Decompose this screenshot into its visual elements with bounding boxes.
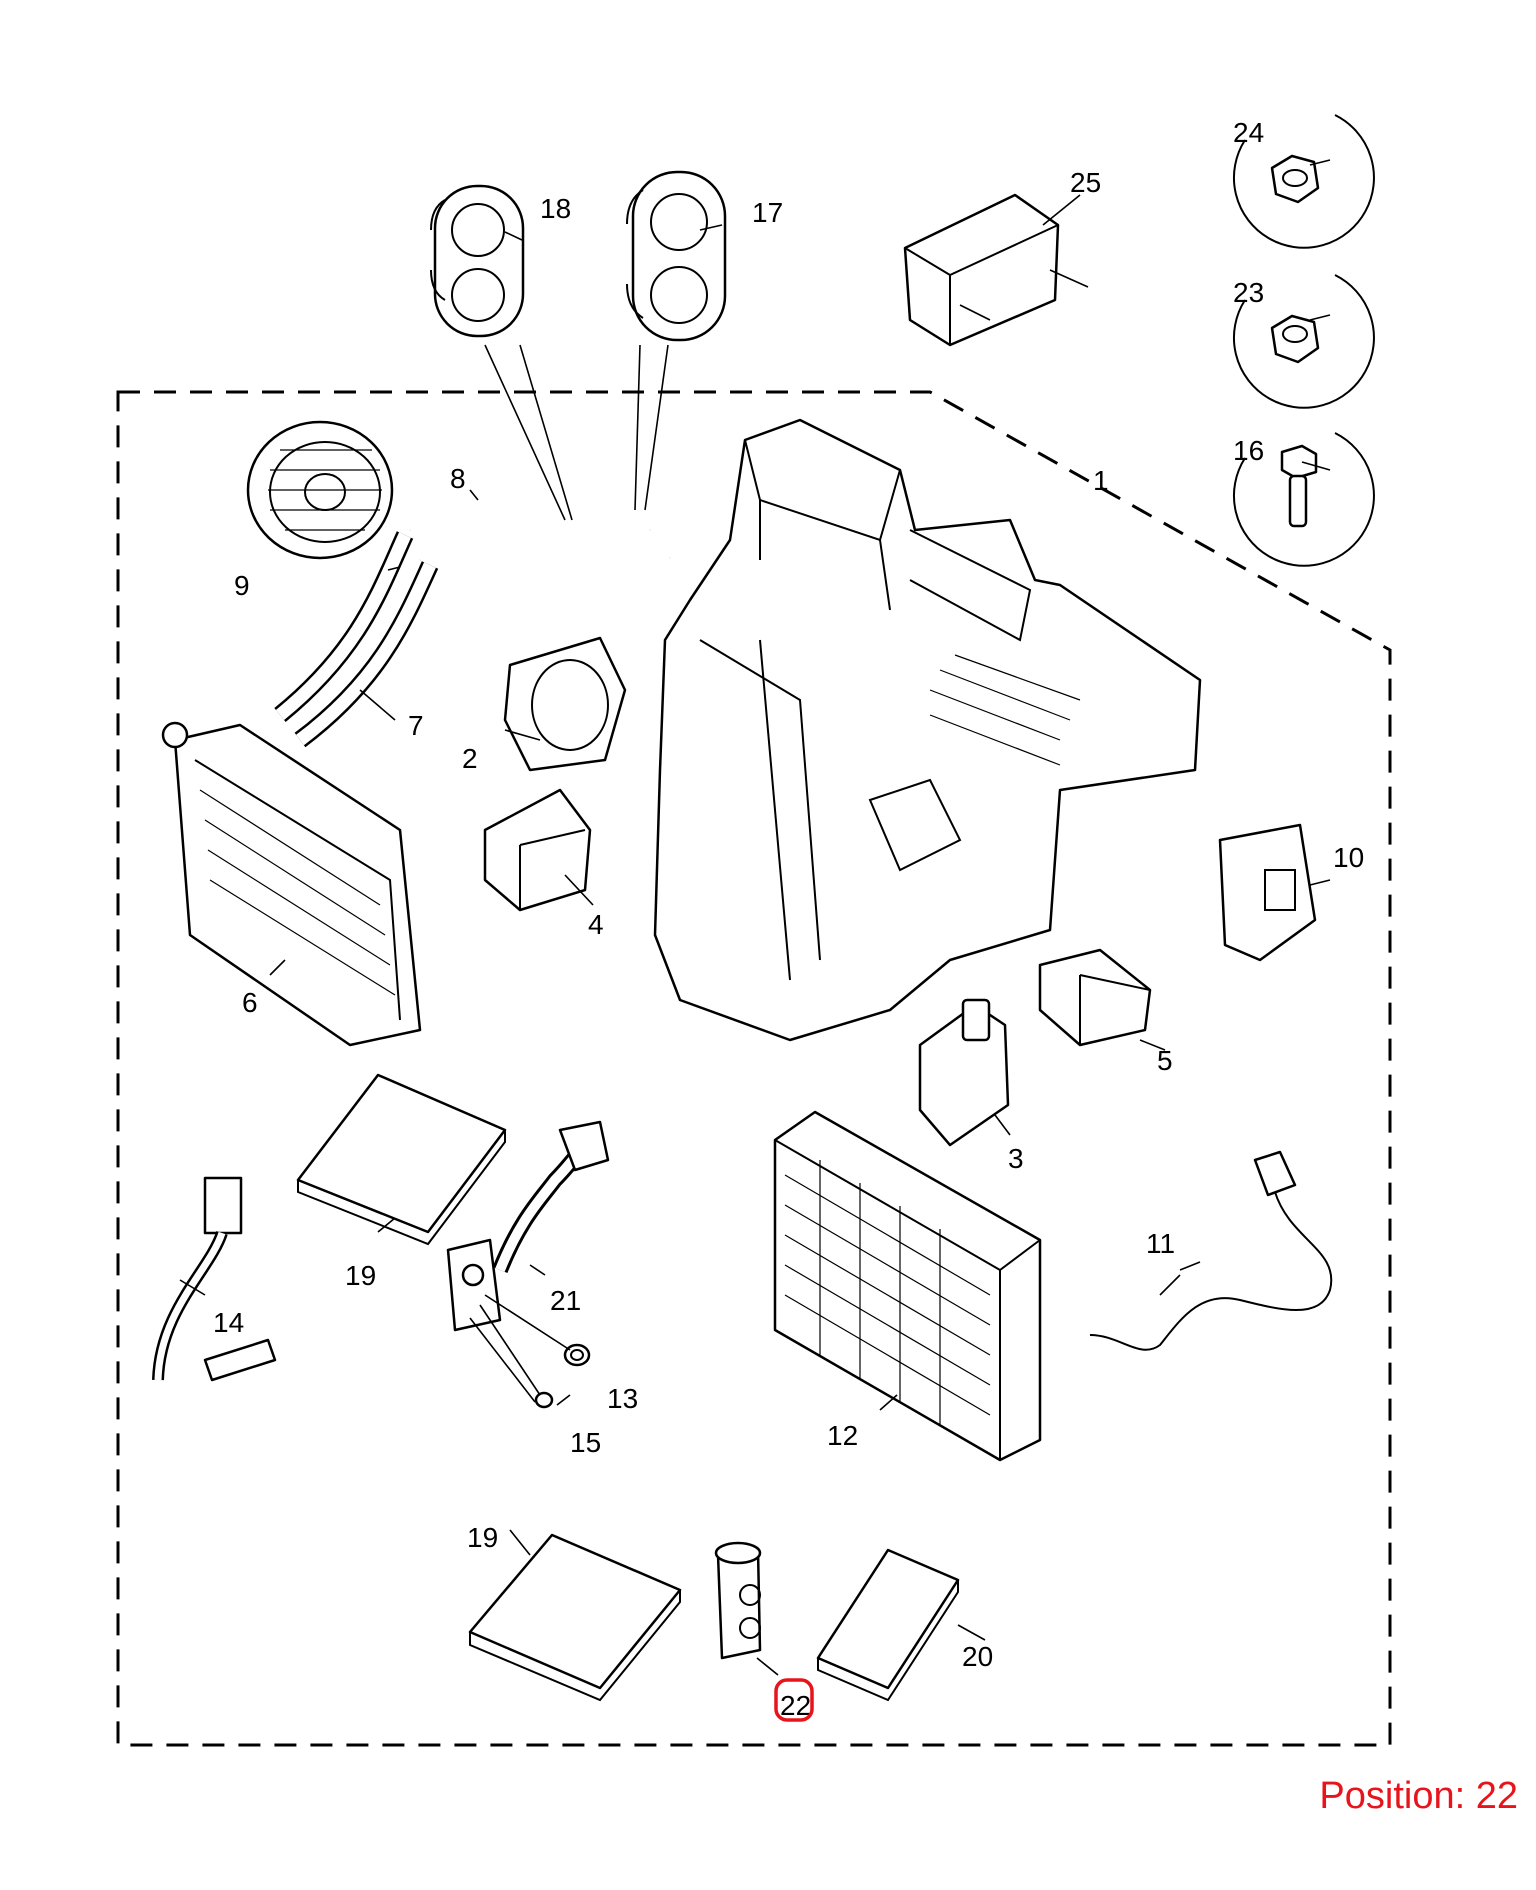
part-22-expansion-valve[interactable] <box>714 1541 762 1660</box>
part-3-actuator[interactable] <box>918 998 1010 1147</box>
highlight-ring-22 <box>774 1678 814 1722</box>
part-8-pipes[interactable] <box>406 511 675 583</box>
part-24-nut[interactable] <box>1232 114 1375 249</box>
callout-19-upper: 19 <box>345 1260 376 1291</box>
callout-24: 24 <box>1233 117 1264 148</box>
part-7-pipe-run[interactable] <box>274 531 439 748</box>
callout-20: 20 <box>962 1641 993 1672</box>
callout-13: 13 <box>607 1383 638 1414</box>
callout-1: 1 <box>1093 465 1109 496</box>
part-25-module[interactable] <box>903 193 1089 347</box>
part-17-grommet[interactable] <box>626 170 727 342</box>
callout-23: 23 <box>1233 277 1264 308</box>
callout-18: 18 <box>540 193 571 224</box>
callout-21: 21 <box>550 1285 581 1316</box>
part-11-temp-sensor[interactable] <box>1089 1150 1333 1351</box>
assembly-boundary <box>116 390 1392 1747</box>
callout-4: 4 <box>588 909 604 940</box>
callout-16: 16 <box>1233 435 1264 466</box>
part-19-filter-lower[interactable] <box>468 1533 682 1702</box>
part-15-o-ring[interactable] <box>534 1391 554 1409</box>
part-9-blower[interactable] <box>246 420 394 560</box>
callout-5: 5 <box>1157 1045 1173 1076</box>
callout-7: 7 <box>408 710 424 741</box>
callout-11: 11 <box>1146 1228 1175 1259</box>
part-20-filter-small[interactable] <box>816 1548 960 1702</box>
callout-9: 9 <box>234 570 250 601</box>
callout-14: 14 <box>213 1307 244 1338</box>
part-14-sensor-harness[interactable] <box>152 1176 277 1382</box>
callout-17: 17 <box>752 197 783 228</box>
part-13-o-ring[interactable] <box>563 1343 591 1367</box>
callout-25: 25 <box>1070 167 1101 198</box>
callout-12: 12 <box>827 1420 858 1451</box>
callout-15: 15 <box>570 1427 601 1458</box>
part-18-grommet[interactable] <box>430 184 525 338</box>
part-6-heater-core[interactable] <box>161 721 422 1047</box>
part-2-actuator[interactable] <box>503 636 627 772</box>
part-23-nut[interactable] <box>1232 274 1375 409</box>
callout-6: 6 <box>242 987 258 1018</box>
callout-22: 22 <box>780 1690 811 1721</box>
part-1-hvac-housing[interactable] <box>653 418 1202 1042</box>
part-16-bolt[interactable] <box>1232 432 1375 567</box>
callout-10: 10 <box>1333 842 1364 873</box>
callout-2: 2 <box>462 743 478 774</box>
part-4-actuator[interactable] <box>483 788 592 912</box>
part-12-evaporator[interactable] <box>773 1110 1042 1462</box>
callout-3: 3 <box>1008 1143 1024 1174</box>
callout-8: 8 <box>450 463 466 494</box>
part-10-resistor[interactable] <box>1218 823 1317 962</box>
part-19-filter-upper[interactable] <box>296 1073 507 1246</box>
position-label: Position: 22 <box>1319 1775 1518 1817</box>
leader-lines <box>179 159 1331 1676</box>
callout-19-lower: 19 <box>467 1522 498 1553</box>
part-5-actuator[interactable] <box>1038 948 1152 1047</box>
part-21-bracket[interactable] <box>446 1120 610 1332</box>
